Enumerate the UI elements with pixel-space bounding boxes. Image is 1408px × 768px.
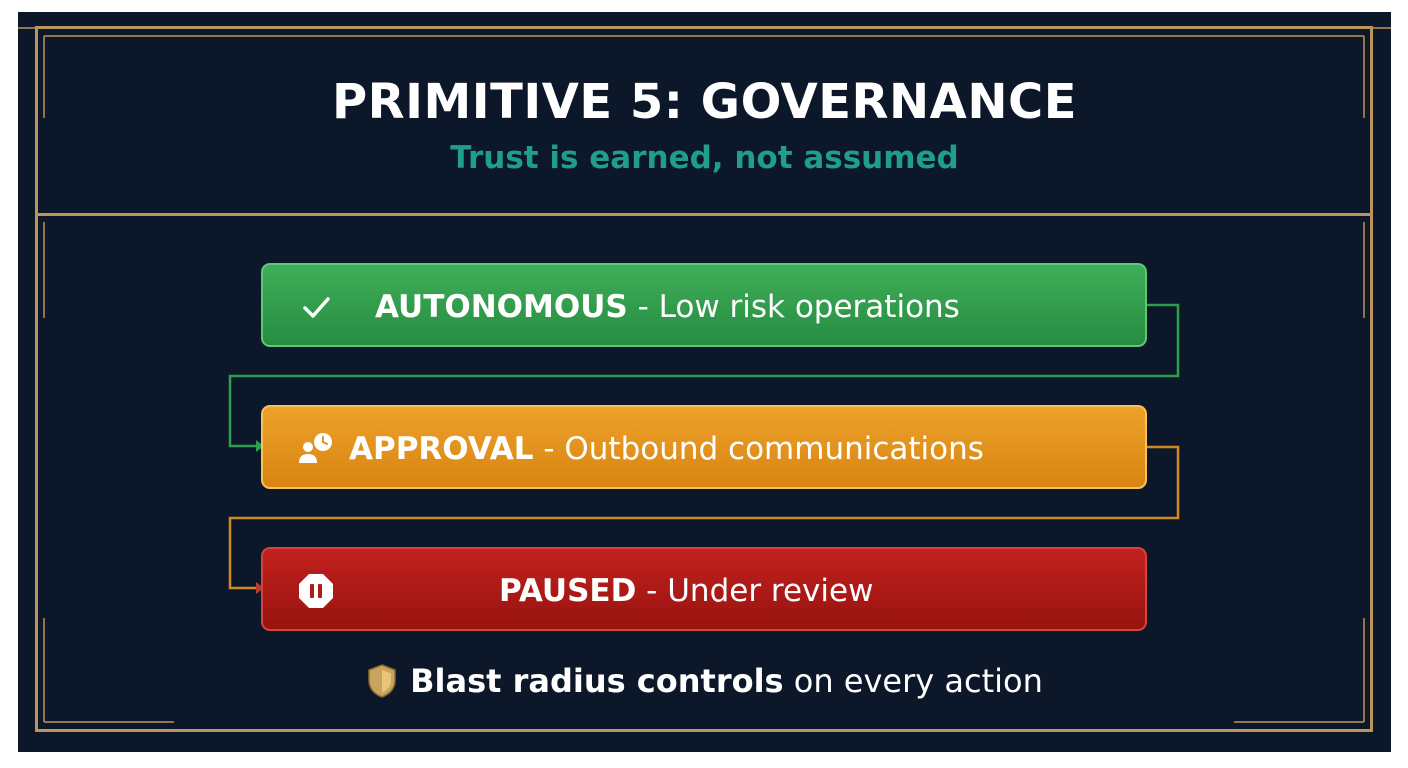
state-paused-separator: - <box>636 573 668 609</box>
frame-outer-bottom <box>36 729 1373 732</box>
slide: PRIMITIVE 5: GOVERNANCE Trust is earned,… <box>18 12 1391 752</box>
state-paused-text: PAUSED - Under review <box>499 549 873 633</box>
footer-note: Blast radius controls on every action <box>18 662 1391 700</box>
state-paused-label: PAUSED <box>499 573 637 609</box>
state-autonomous-description: Low risk operations <box>658 289 960 325</box>
state-autonomous-label: AUTONOMOUS <box>375 289 628 325</box>
footer-bold-text: Blast radius controls <box>410 662 784 700</box>
state-approval-label: APPROVAL <box>349 431 534 467</box>
state-autonomous: AUTONOMOUS - Low risk operations <box>261 263 1147 347</box>
connector-arrowhead-orange <box>256 582 264 594</box>
state-autonomous-text: AUTONOMOUS - Low risk operations <box>375 265 960 349</box>
shield-icon <box>368 664 396 698</box>
frame-header-divider <box>36 213 1373 216</box>
page-title: PRIMITIVE 5: GOVERNANCE <box>332 74 1077 130</box>
frame-outer-top <box>36 26 1373 29</box>
state-approval: APPROVAL - Outbound communications <box>261 405 1147 489</box>
frame-outer-right <box>1370 26 1373 732</box>
connector-arrowhead-green <box>256 440 264 452</box>
page-subtitle: Trust is earned, not assumed <box>450 140 959 176</box>
state-paused: PAUSED - Under review <box>261 547 1147 631</box>
frame-corner-decorations <box>18 27 1391 723</box>
pause-octagon-icon <box>299 574 333 608</box>
user-clock-icon <box>299 433 332 463</box>
frame-outer-left <box>35 26 38 732</box>
state-approval-separator: - <box>533 431 565 467</box>
state-approval-text: APPROVAL - Outbound communications <box>349 407 984 491</box>
connector-autonomous-to-approval <box>228 303 1180 448</box>
footer-rest-text: on every action <box>783 662 1043 700</box>
state-approval-description: Outbound communications <box>564 431 984 467</box>
state-paused-description: Under review <box>667 573 874 609</box>
state-autonomous-separator: - <box>627 289 659 325</box>
connector-approval-to-paused <box>228 445 1180 590</box>
check-icon <box>303 297 330 318</box>
